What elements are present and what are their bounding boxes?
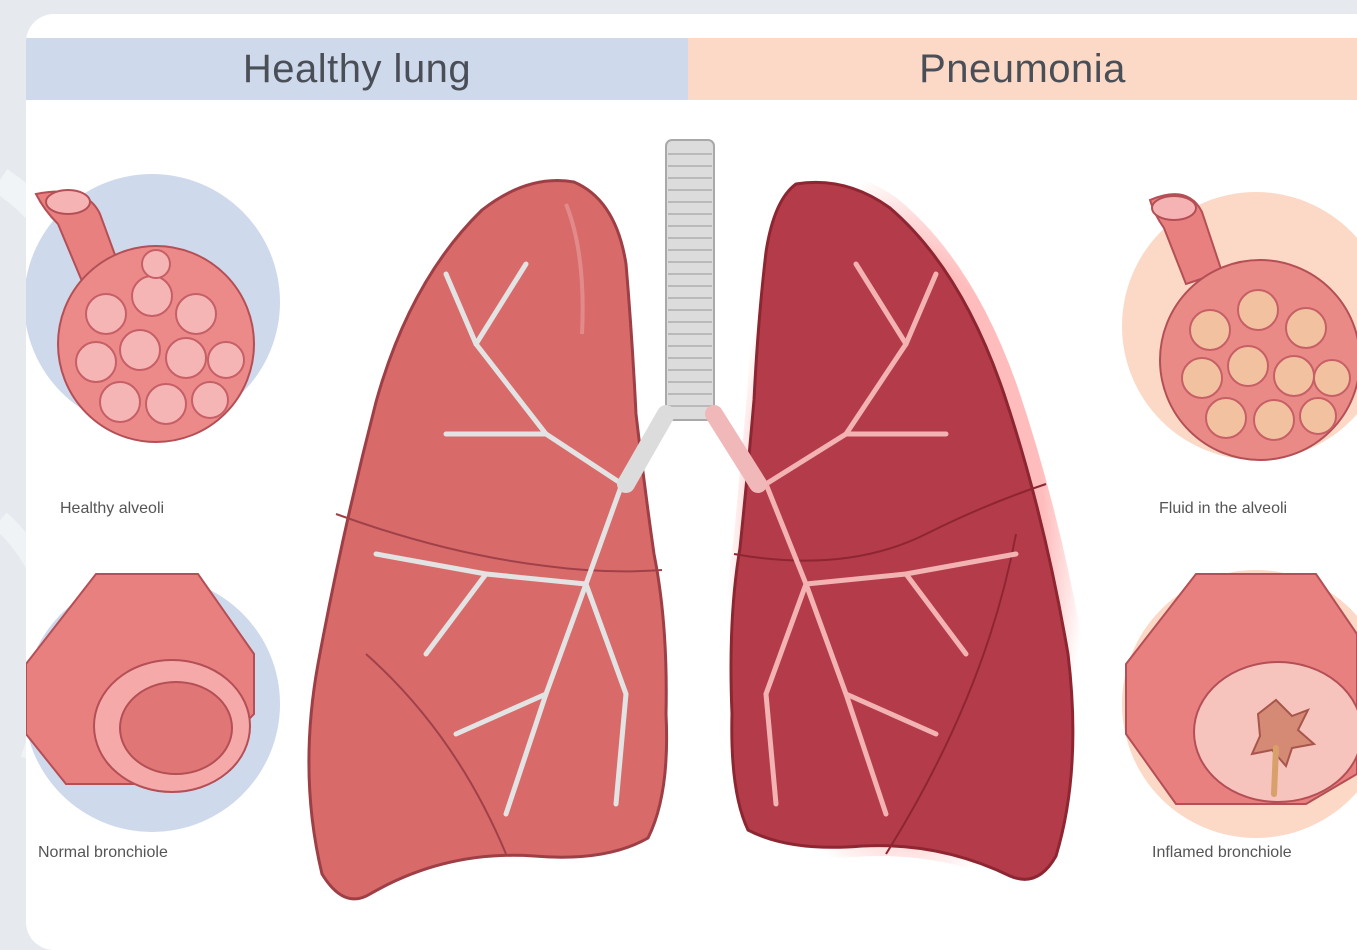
trachea-illustration xyxy=(626,140,758,484)
diagram-card: Healthy lung Pneumonia xyxy=(26,14,1357,950)
fluid-alveoli-illustration xyxy=(1122,192,1357,460)
inflamed-bronchiole-illustration xyxy=(1122,570,1357,838)
pneumonia-lung-illustration xyxy=(716,170,1089,892)
healthy-alveoli-illustration xyxy=(26,174,280,442)
lung-diagram xyxy=(26,14,1357,950)
normal-bronchiole-caption: Normal bronchiole xyxy=(38,844,168,862)
healthy-alveoli-caption: Healthy alveoli xyxy=(60,500,164,518)
inflamed-bronchiole-caption: Inflamed bronchiole xyxy=(1152,844,1292,862)
healthy-lung-illustration xyxy=(309,181,667,899)
normal-bronchiole-illustration xyxy=(26,574,280,832)
fluid-alveoli-caption: Fluid in the alveoli xyxy=(1159,500,1287,518)
